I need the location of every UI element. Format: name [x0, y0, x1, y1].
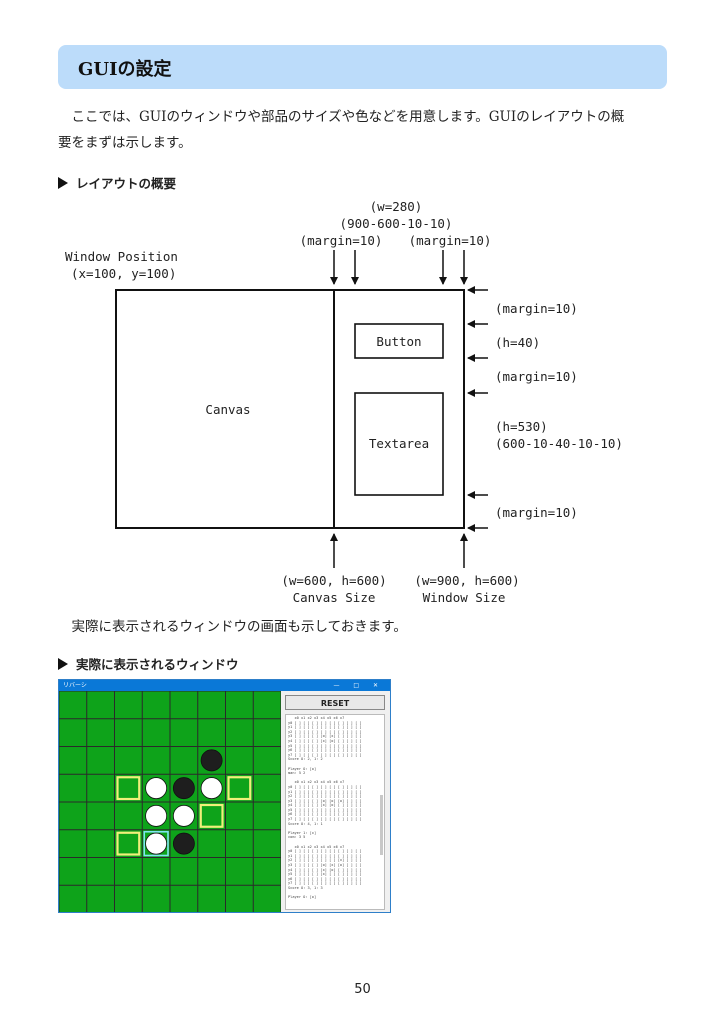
reset-button[interactable]: RESET [285, 695, 385, 710]
side-panel: RESET x0 x1 x2 x3 x4 x5 x6 x7 y0 [ ] [ ]… [281, 691, 390, 912]
label-button: Button [376, 334, 421, 349]
label-margin-right: (margin=10) [409, 233, 492, 248]
subheading-layout: レイアウトの概要 [58, 173, 176, 192]
label-window-xy: (x=100, y=100) [71, 266, 176, 281]
actual-text: 実際に表示されるウィンドウの画面も示しておきます。 [71, 619, 407, 635]
label-calc-w: (900-600-10-10) [340, 216, 453, 231]
window-controls[interactable]: — □ ✕ [333, 682, 384, 689]
subheading-layout-label: レイアウトの概要 [76, 176, 177, 191]
legal-move-marker[interactable] [116, 776, 141, 801]
label-w280: (w=280) [370, 199, 423, 214]
log-text: x0 x1 x2 x3 x4 x5 x6 x7 y0 [ ] [ ] [ ] [… [288, 716, 362, 900]
label-textarea: Textarea [369, 436, 429, 451]
label-canvas-wh: (w=600, h=600) [281, 573, 386, 588]
white-stone [172, 804, 195, 827]
label-margin-left: (margin=10) [300, 233, 383, 248]
intro-paragraph: ここでは、GUIのウィンドウや部品のサイズや色などを用意します。GUIのレイアウ… [58, 104, 670, 156]
page-number: 50 [354, 982, 371, 997]
label-margin-top: (margin=10) [495, 301, 578, 316]
triangle-bullet-icon [58, 658, 68, 670]
legal-move-marker[interactable] [227, 776, 252, 801]
black-stone [200, 749, 223, 772]
subheading-window: 実際に表示されるウィンドウ [58, 654, 239, 673]
white-stone [145, 777, 168, 800]
window-title: リバーシ [63, 682, 87, 689]
label-window-position: Window Position [65, 249, 178, 264]
label-calc-h: (600-10-40-10-10) [495, 436, 623, 451]
label-window-wh: (w=900, h=600) [414, 573, 519, 588]
intro-line-1: ここでは、GUIのウィンドウや部品のサイズや色などを用意します。GUIのレイアウ… [71, 109, 625, 125]
section-title: GUIの設定 [78, 59, 172, 80]
window-outline [115, 289, 465, 529]
textarea-box [354, 392, 444, 496]
black-stone [172, 777, 195, 800]
label-h40: (h=40) [495, 335, 540, 350]
legal-move-marker[interactable] [116, 831, 141, 856]
white-stone [200, 777, 223, 800]
white-stone [145, 804, 168, 827]
subheading-window-label: 実際に表示されるウィンドウ [76, 657, 239, 672]
game-board[interactable] [59, 691, 281, 913]
black-stone [172, 832, 195, 855]
intro-line-2: 要をまずは示します。 [58, 135, 192, 151]
legal-move-marker[interactable] [199, 803, 224, 828]
label-margin-mid: (margin=10) [495, 369, 578, 384]
reversi-window: リバーシ — □ ✕ RESET x0 x1 x2 x3 x4 x5 x6 x7… [58, 679, 391, 913]
section-title-bar: GUIの設定 [58, 45, 667, 89]
log-textarea[interactable]: x0 x1 x2 x3 x4 x5 x6 x7 y0 [ ] [ ] [ ] [… [285, 714, 385, 910]
window-titlebar[interactable]: リバーシ — □ ✕ [59, 680, 390, 691]
label-canvas: Canvas [205, 402, 250, 417]
textarea-scrollbar[interactable] [380, 795, 383, 855]
label-h530: (h=530) [495, 419, 548, 434]
label-margin-bottom: (margin=10) [495, 505, 578, 520]
white-stone [145, 832, 168, 855]
triangle-bullet-icon [58, 177, 68, 189]
last-move-highlight [143, 830, 169, 857]
label-canvas-size: Canvas Size [293, 590, 376, 605]
label-window-size: Window Size [423, 590, 506, 605]
button-box [354, 323, 444, 359]
